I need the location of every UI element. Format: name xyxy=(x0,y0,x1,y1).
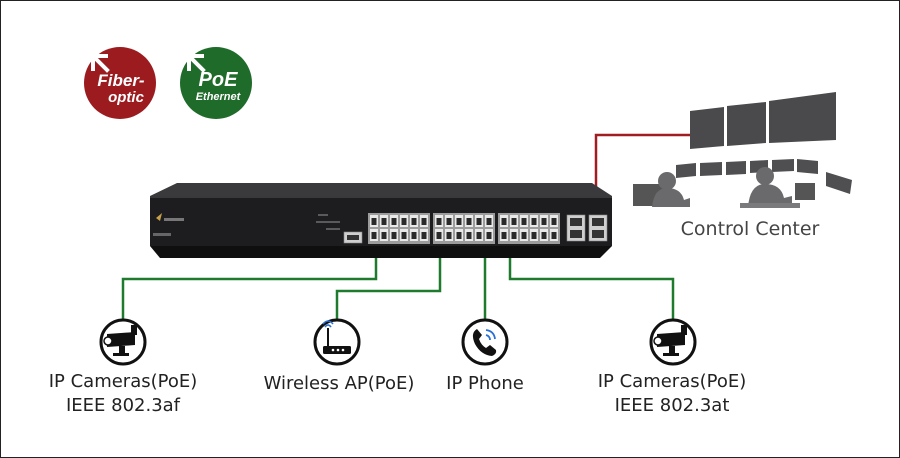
poe-badge-line1: PoE xyxy=(198,69,238,91)
poe-connection-lines xyxy=(121,248,675,320)
control-center-label: Control Center xyxy=(680,218,820,240)
device-label-line1: Wireless AP(PoE) xyxy=(263,373,415,394)
device-label-line1: IP Cameras(PoE) xyxy=(597,371,747,392)
video-wall-screen xyxy=(690,107,724,149)
device-label-ip-cameras-af: IP Cameras(PoE) IEEE 802.3af xyxy=(28,370,218,418)
operator-silhouette xyxy=(652,172,690,207)
fiber-optic-badge xyxy=(84,47,156,119)
arrow-icon xyxy=(187,54,206,73)
operator-silhouette xyxy=(748,167,792,207)
poe-badge-label: PoE Ethernet xyxy=(189,70,247,103)
poe-badge xyxy=(180,47,252,119)
ip-camera-icon xyxy=(99,318,147,366)
network-switch xyxy=(150,183,612,258)
arrow-icon xyxy=(91,54,110,73)
device-label-ip-cameras-at: IP Cameras(PoE) IEEE 802.3at xyxy=(577,370,767,418)
rj45-port-banks xyxy=(368,213,560,244)
sfp-uplink-ports xyxy=(566,214,608,242)
poe-badge-line2: Ethernet xyxy=(195,91,241,103)
wireless-ap-icon xyxy=(313,318,361,366)
fiber-badge-line1: Fiber- xyxy=(97,71,145,90)
rj45-port-bank xyxy=(368,213,430,244)
device-label-wireless-ap: Wireless AP(PoE) xyxy=(247,372,431,396)
device-label-line1: IP Cameras(PoE) xyxy=(48,371,198,392)
ip-camera-icon xyxy=(649,318,697,366)
video-wall-screen xyxy=(727,102,766,146)
rj45-port-bank xyxy=(433,213,495,244)
device-label-line1: IP Phone xyxy=(446,373,524,394)
video-wall-screen xyxy=(769,92,836,143)
control-center-illustration xyxy=(633,92,852,208)
rj45-port-bank xyxy=(498,213,560,244)
fiber-badge-label: Fiber- optic xyxy=(88,72,154,105)
fiber-badge-line2: optic xyxy=(108,89,144,106)
device-label-ip-phone: IP Phone xyxy=(428,372,542,396)
device-label-line2: IEEE 802.3at xyxy=(614,395,730,416)
device-label-line2: IEEE 802.3af xyxy=(65,395,181,416)
ip-phone-icon xyxy=(461,318,509,366)
brand-logo xyxy=(153,213,184,236)
